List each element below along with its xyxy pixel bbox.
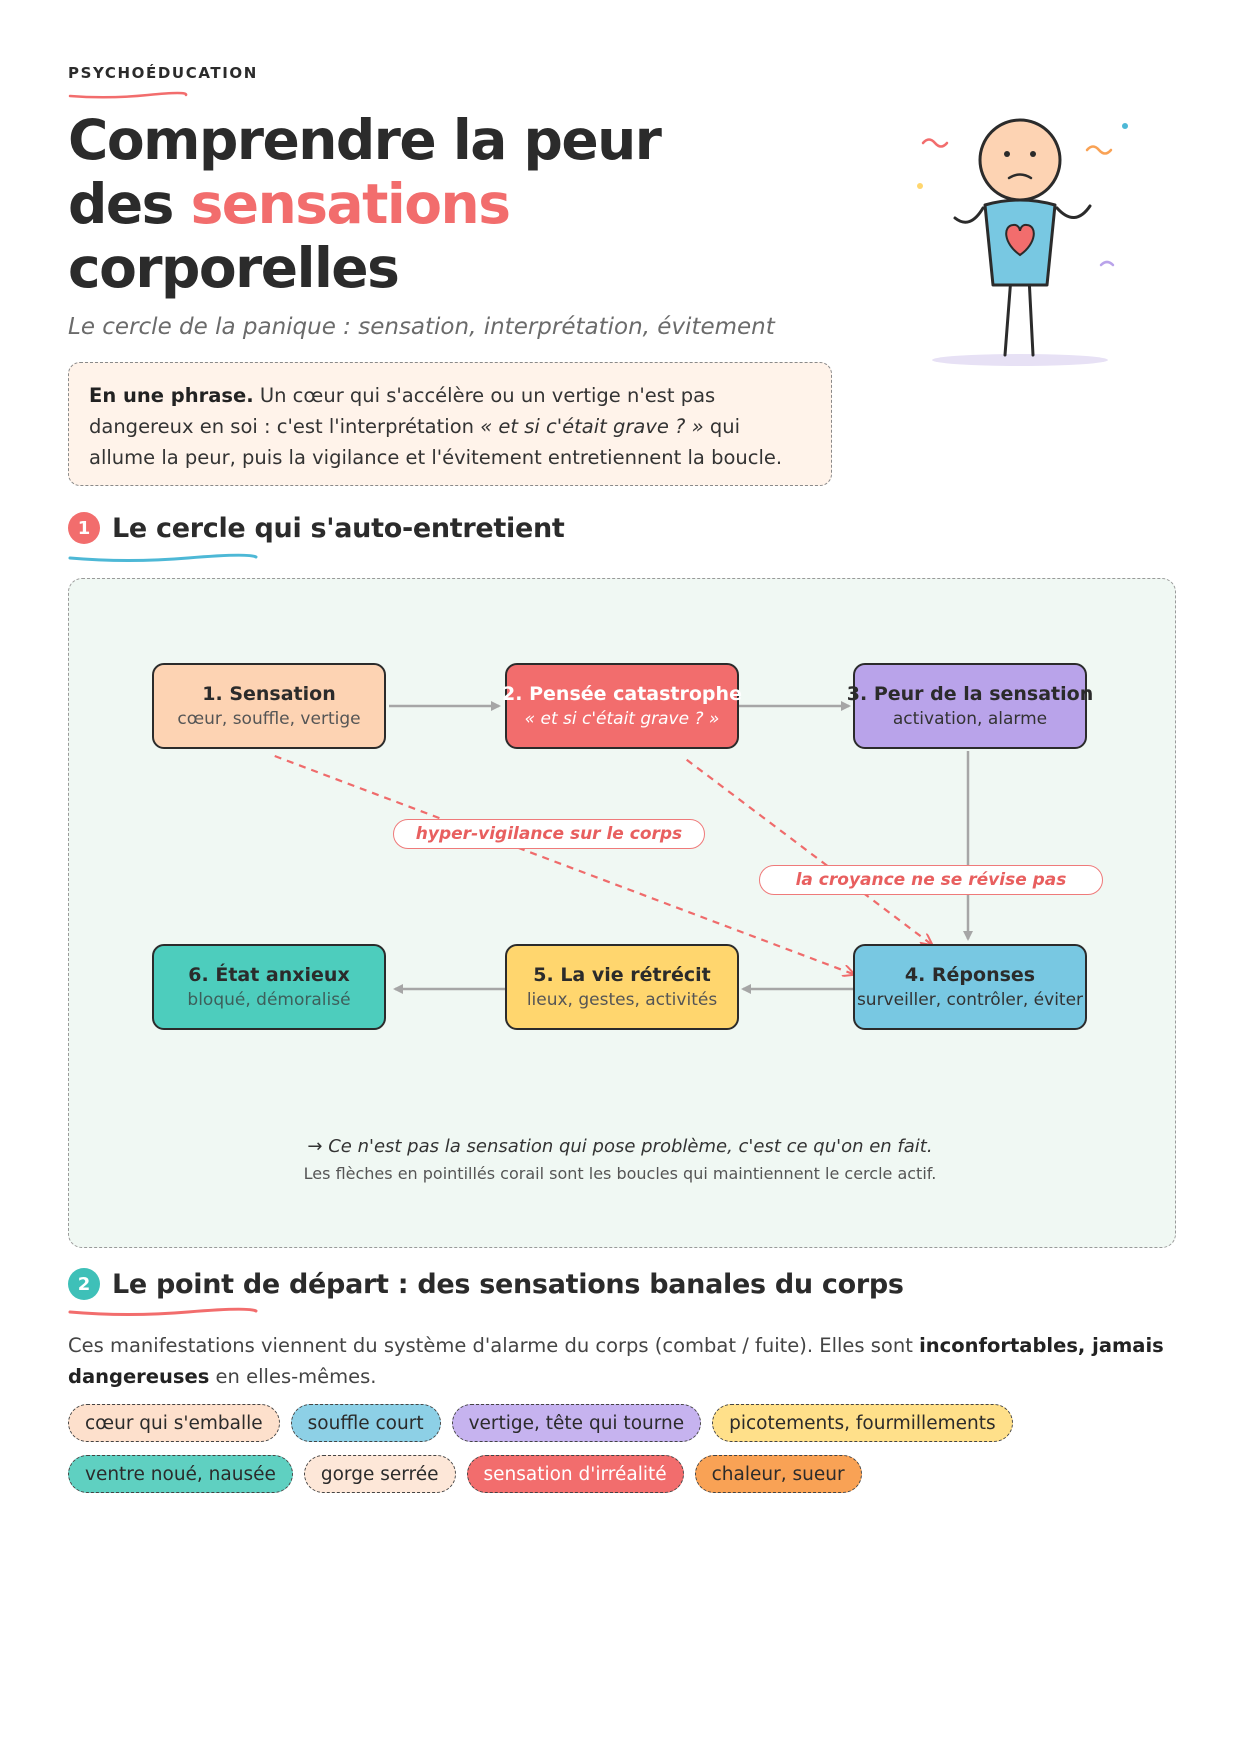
- section-2-badge: 2: [68, 1268, 100, 1300]
- title-line-3: corporelles: [68, 236, 400, 300]
- summary-quote: « et si c'était grave ? »: [480, 415, 704, 438]
- cycle-box-title: 6. État anxieux: [188, 964, 350, 986]
- summary-box: En une phrase. Un cœur qui s'accélère ou…: [68, 362, 832, 486]
- loop-arrow-4-to-2: [682, 756, 931, 944]
- cycle-box-vie-retrecit: 5. La vie rétrécit lieux, gestes, activi…: [505, 944, 739, 1030]
- section-2-underline: [68, 1307, 258, 1316]
- cycle-box-subtitle: cœur, souffle, vertige: [177, 709, 361, 729]
- cycle-box-subtitle: « et si c'était grave ? »: [524, 709, 720, 729]
- title-line-1: Comprendre la peur: [68, 108, 662, 172]
- cycle-box-pensee-catastrophe: 2. Pensée catastrophe « et si c'était gr…: [502, 663, 742, 749]
- section-1-title: Le cercle qui s'auto-entretient: [112, 512, 565, 544]
- cycle-box-title: 1. Sensation: [202, 683, 336, 705]
- tag-picotements: picotements, fourmillements: [712, 1404, 1013, 1442]
- summary-lead: En une phrase.: [89, 384, 254, 407]
- title-accent-word: sensations: [190, 172, 511, 236]
- tag-ventre: ventre noué, nausée: [68, 1455, 293, 1493]
- cycle-key-message: → Ce n'est pas la sensation qui pose pro…: [307, 1136, 933, 1157]
- cycle-box-subtitle: bloqué, démoralisé: [187, 990, 351, 1010]
- loop-label-hyper-vigilance: hyper-vigilance sur le corps: [393, 819, 705, 849]
- cycle-box-title: 3. Peur de la sensation: [846, 683, 1094, 705]
- sensation-tags: cœur qui s'emballe souffle court vertige…: [68, 1404, 1168, 1506]
- section-1-underline: [68, 553, 258, 562]
- cycle-arrows: [271, 701, 973, 994]
- cycle-box-subtitle: lieux, gestes, activités: [526, 990, 718, 1010]
- cycle-box-title: 5. La vie rétrécit: [533, 964, 711, 986]
- cycle-box-title: 4. Réponses: [904, 964, 1036, 986]
- tag-coeur: cœur qui s'emballe: [68, 1404, 280, 1442]
- loop-label-croyance: la croyance ne se révise pas: [759, 865, 1103, 895]
- section-1-badge: 1: [68, 512, 100, 544]
- section-2-intro: Ces manifestations viennent du système d…: [68, 1330, 1178, 1392]
- tag-chaleur: chaleur, sueur: [694, 1455, 862, 1493]
- eyebrow-label: PSYCHOÉDUCATION: [68, 64, 258, 82]
- summary-text-after: qui allume la peur, puis la vigilance et…: [89, 415, 783, 469]
- anxious-stick-figure-with-heart-icon: [917, 118, 1128, 366]
- tag-souffle: souffle court: [290, 1404, 441, 1442]
- loop-arrow-4-to-1: [271, 753, 853, 974]
- cycle-box-reponses: 4. Réponses surveiller, contrôler, évite…: [853, 944, 1087, 1030]
- title-line-2-prefix: des: [68, 172, 191, 236]
- tag-row-1: cœur qui s'emballe souffle court vertige…: [68, 1404, 1168, 1442]
- cycle-box-subtitle: surveiller, contrôler, éviter: [856, 990, 1084, 1010]
- cycle-box-title: 2. Pensée catastrophe: [502, 683, 742, 705]
- cycle-legend: Les flèches en pointillés corail sont le…: [303, 1164, 937, 1183]
- eyebrow-underline: [68, 91, 188, 99]
- tag-row-2: ventre noué, nausée gorge serrée sensati…: [68, 1455, 1168, 1493]
- page-title: Comprendre la peur des sensations corpor…: [68, 108, 662, 300]
- section-2-heading: 2 Le point de départ : des sensations ba…: [68, 1268, 904, 1300]
- cycle-box-sensation: 1. Sensation cœur, souffle, vertige: [152, 663, 386, 749]
- cycle-box-peur-sensation: 3. Peur de la sensation activation, alar…: [847, 663, 1093, 749]
- cycle-box-subtitle: activation, alarme: [892, 709, 1048, 729]
- summary-text-before: Un cœur qui s'accélère ou un vertige n'e…: [89, 384, 716, 438]
- intro-text-bold: inconfortables, jamais dangereuses: [68, 1334, 1164, 1388]
- intro-text-before: Ces manifestations viennent du système d…: [68, 1334, 920, 1357]
- section-2-title: Le point de départ : des sensations bana…: [112, 1268, 904, 1300]
- cycle-box-etat-anxieux: 6. État anxieux bloqué, démoralisé: [152, 944, 386, 1030]
- cycle-diagram-panel: 1. Sensation cœur, souffle, vertige 2. P…: [68, 578, 1176, 1248]
- tag-gorge: gorge serrée: [303, 1455, 456, 1493]
- tag-vertige: vertige, tête qui tourne: [451, 1404, 702, 1442]
- subtitle: Le cercle de la panique : sensation, int…: [68, 314, 775, 340]
- intro-text-after: en elles-mêmes.: [209, 1365, 377, 1388]
- tag-irrealite: sensation d'irréalité: [466, 1455, 684, 1493]
- section-1-heading: 1 Le cercle qui s'auto-entretient: [68, 512, 565, 544]
